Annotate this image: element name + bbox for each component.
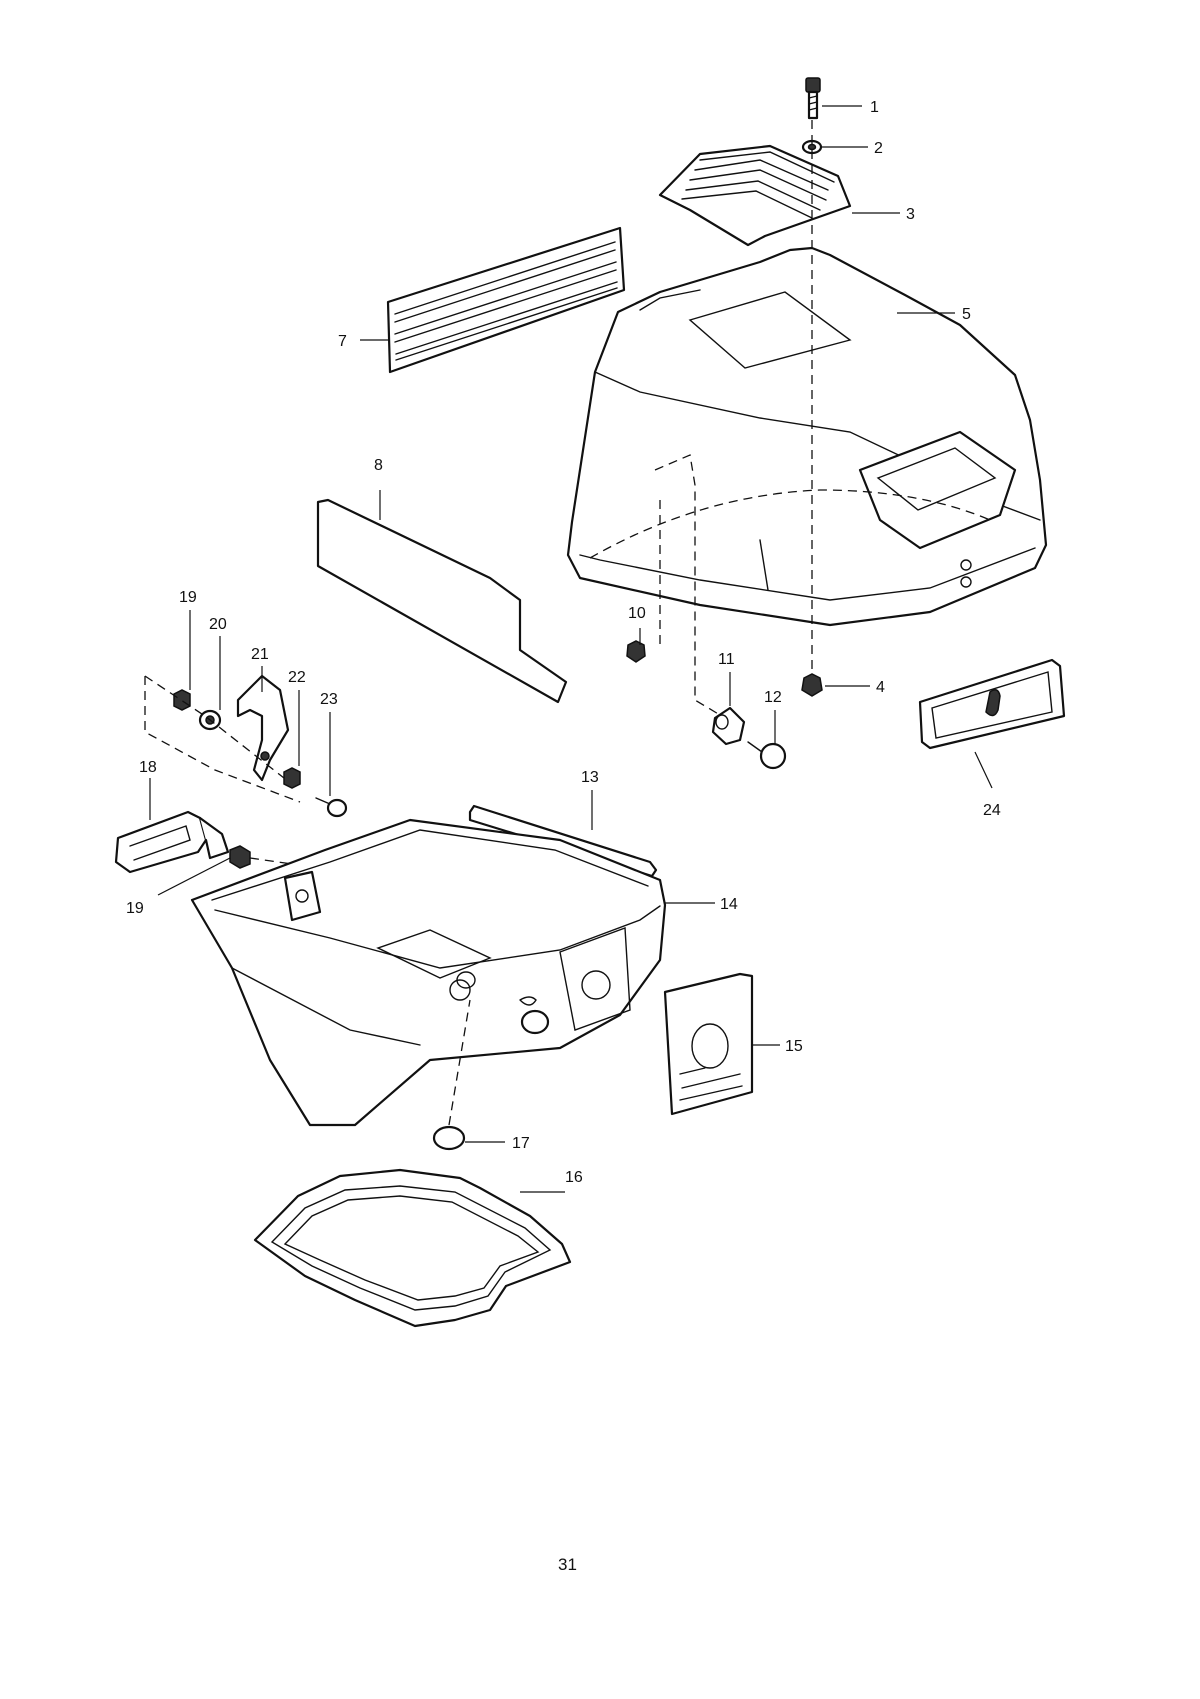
page-number: 31 <box>558 1555 577 1574</box>
callout-10: 10 <box>628 605 646 622</box>
callout-2: 2 <box>874 140 883 157</box>
callout-17: 17 <box>512 1135 530 1152</box>
callout-1: 1 <box>870 99 879 116</box>
callout-19-lower: 19 <box>126 900 144 917</box>
callout-8: 8 <box>374 457 383 474</box>
part-nut <box>801 673 823 697</box>
part-latch-hardware <box>144 674 348 818</box>
part-top-cowl <box>566 246 1048 627</box>
part-washer <box>801 139 823 155</box>
part-bushing <box>711 706 746 746</box>
callout-13: 13 <box>581 769 599 786</box>
part-nameplate <box>918 658 1066 750</box>
part-pin <box>747 741 787 770</box>
part-lever-handle <box>114 810 230 874</box>
part-decal-side <box>316 498 568 704</box>
callout-23: 23 <box>320 691 338 708</box>
callout-19-upper: 19 <box>179 589 197 606</box>
callout-21: 21 <box>251 646 269 663</box>
leader-lines <box>149 105 993 1193</box>
callout-4: 4 <box>876 679 885 696</box>
axis-line-latch <box>654 454 721 716</box>
part-nut-lower <box>229 845 321 869</box>
callout-11: 11 <box>718 651 735 668</box>
callout-12: 12 <box>764 689 782 706</box>
callout-labels: 1 2 3 4 5 7 8 10 11 12 13 14 15 16 17 18… <box>126 99 1001 1186</box>
part-vent-plate <box>658 144 852 247</box>
part-bottom-cowl <box>190 818 667 1127</box>
callout-15: 15 <box>785 1038 803 1055</box>
callout-3: 3 <box>906 206 915 223</box>
callout-5: 5 <box>962 306 971 323</box>
part-plug <box>432 999 471 1151</box>
part-gasket <box>253 1168 572 1328</box>
callout-18: 18 <box>139 759 157 776</box>
part-label-plate <box>663 972 754 1116</box>
part-decal-stripe <box>386 226 626 374</box>
callout-7: 7 <box>338 333 347 350</box>
part-bolt <box>805 77 821 120</box>
callout-22: 22 <box>288 669 306 686</box>
callout-16: 16 <box>565 1169 583 1186</box>
part-nut-small <box>626 640 646 663</box>
callout-20: 20 <box>209 616 227 633</box>
callout-14: 14 <box>720 896 738 913</box>
callout-24: 24 <box>983 802 1001 819</box>
